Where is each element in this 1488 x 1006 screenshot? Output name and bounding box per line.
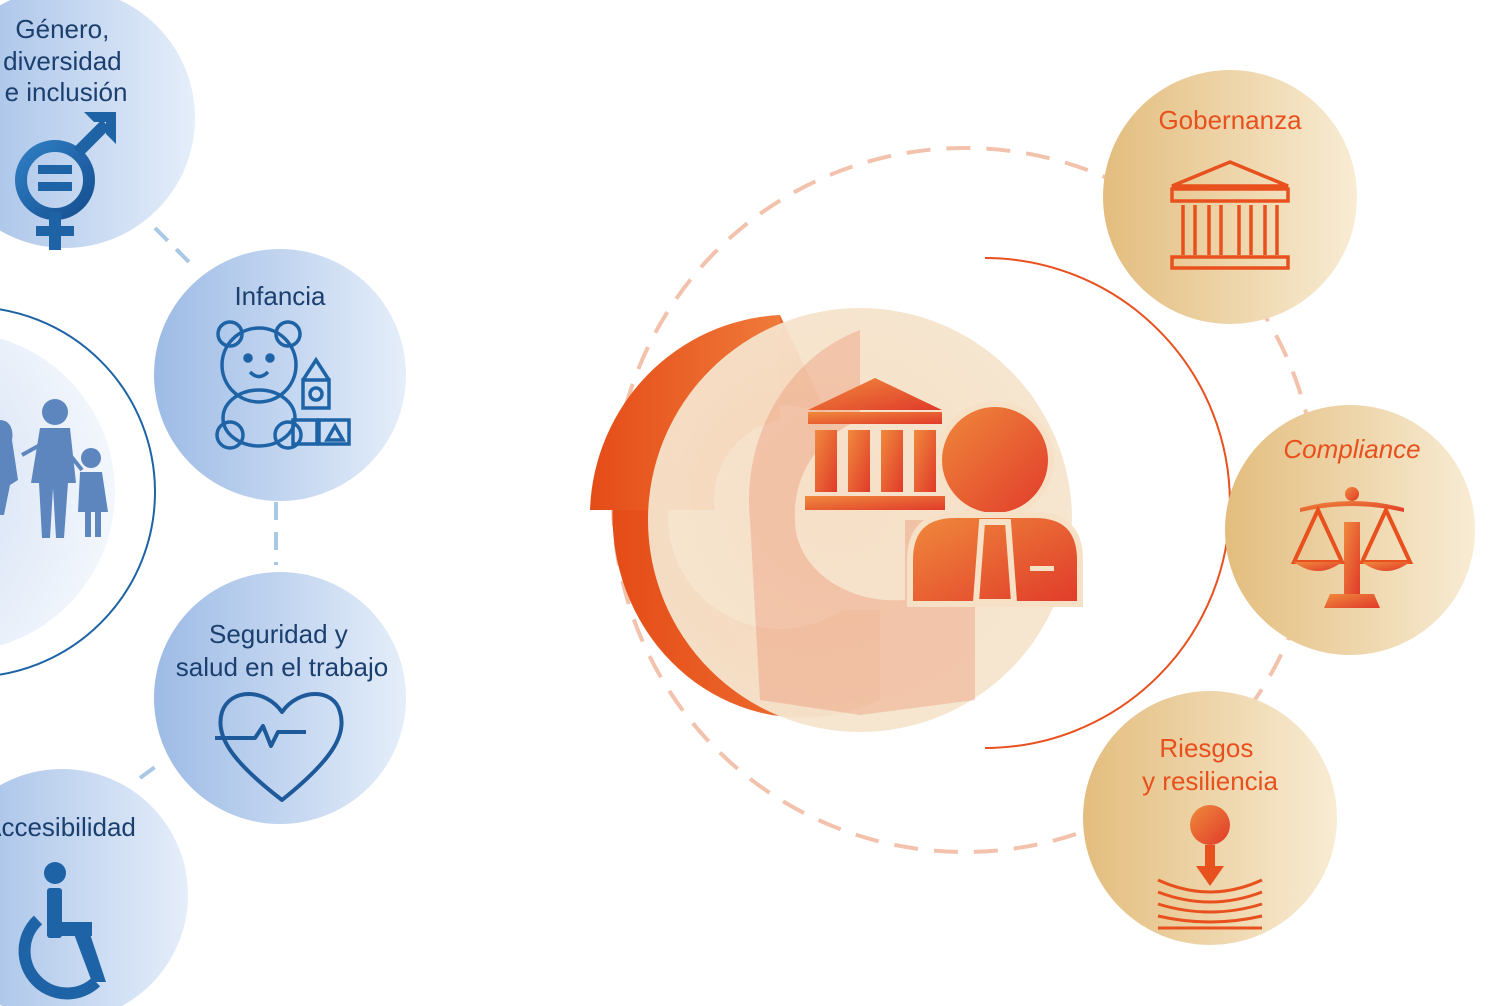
connector-dash: [153, 226, 197, 270]
scales-of-justice-icon: [1290, 487, 1414, 608]
social-center-ring: [0, 308, 156, 676]
institution-building-icon: [805, 378, 945, 510]
governance-item-compliance: Compliance: [1225, 405, 1475, 655]
teddy-bear-blocks-icon: [215, 320, 351, 450]
institution-building-icon: [1170, 160, 1290, 270]
connector-dash: [138, 760, 164, 780]
risk-impact-icon: [1157, 805, 1263, 930]
heart-pulse-icon: [215, 692, 344, 802]
gender-equality-icon: [15, 112, 116, 250]
governance-item-governance: Gobernanza: [1103, 70, 1357, 324]
social-section: Género, diversidad e inclusión Infancia: [0, 0, 406, 1006]
bubble-governance: [1103, 70, 1357, 324]
compliance-label: Compliance: [1283, 434, 1420, 464]
wheelchair-icon: [18, 862, 106, 1000]
governance-label: Gobernanza: [1158, 105, 1302, 135]
social-item-safety: Seguridad y salud en el trabajo: [154, 572, 406, 824]
bubble-safety: [154, 572, 406, 824]
governance-section: Gobernanza Compliance: [590, 70, 1475, 945]
governance-person-icon: [907, 401, 1083, 607]
governance-item-risks: Riesgos y resiliencia: [1083, 691, 1337, 945]
g-shadow: [748, 330, 975, 715]
gender-label: Género, diversidad e inclusión: [3, 14, 129, 107]
accessibility-label: Accesibilidad: [0, 812, 136, 842]
bubble-accessibility: [0, 769, 188, 1006]
childhood-label: Infancia: [234, 281, 326, 311]
social-item-accessibility: Accesibilidad: [0, 769, 188, 1006]
safety-label: Seguridad y salud en el trabajo: [176, 619, 388, 682]
family-icon: [0, 399, 108, 538]
risks-label: Riesgos y resiliencia: [1142, 733, 1278, 796]
social-item-childhood: Infancia: [154, 249, 406, 501]
social-item-gender: Género, diversidad e inclusión: [0, 0, 195, 250]
